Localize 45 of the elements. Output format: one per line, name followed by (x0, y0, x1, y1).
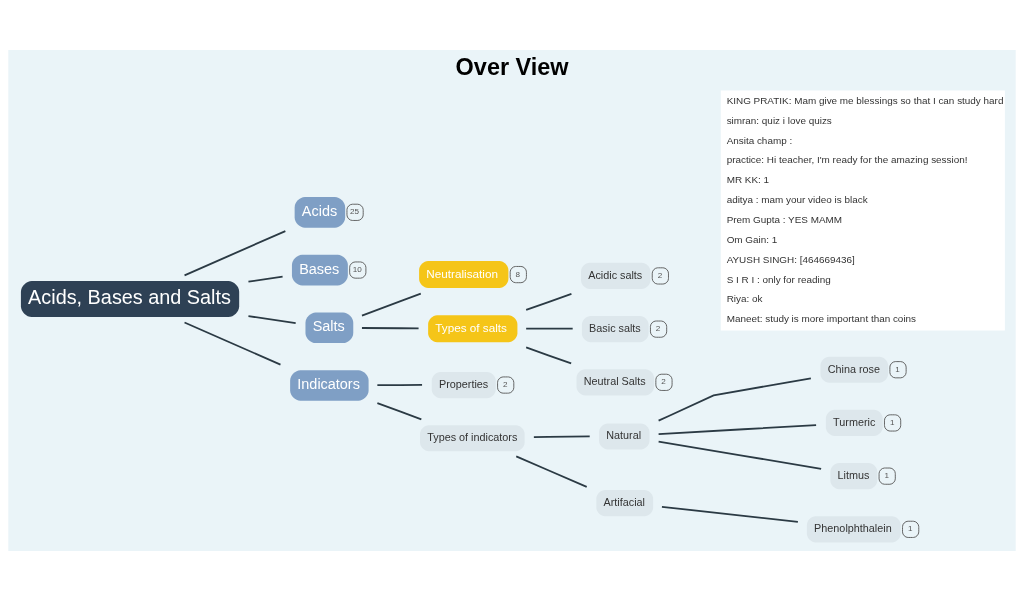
connector (361, 326, 420, 329)
connector (376, 401, 423, 420)
node-box: Salts (305, 311, 354, 343)
label: Ansita champ : (726, 134, 793, 146)
node-box: Indicators (290, 369, 369, 401)
connector (661, 505, 799, 523)
node-label: 2 (655, 323, 661, 333)
connector (247, 314, 297, 324)
connector (376, 383, 423, 386)
connector (525, 292, 573, 311)
connector (183, 229, 287, 276)
label: Maneet: study is more important than coins (726, 312, 917, 324)
node-label: 25 (350, 206, 360, 216)
node-label: 10 (352, 264, 362, 274)
node-box: Types of salts (428, 314, 518, 342)
node-label: 1 (895, 364, 900, 374)
connector (657, 440, 823, 470)
node-label: 2 (502, 379, 508, 389)
label: Riya: ok (726, 292, 763, 304)
connector (515, 455, 588, 488)
connector (525, 346, 573, 364)
label: S I R I : only for reading (726, 273, 831, 285)
connector (532, 435, 591, 438)
node-label: 1 (884, 470, 889, 480)
node-box: Acids, Bases and Salts (20, 280, 240, 317)
diagram-title: Over View (455, 53, 569, 80)
connector (657, 423, 817, 435)
connector (657, 376, 812, 422)
label: simran: quiz i love quizs (726, 114, 832, 126)
connector (361, 292, 422, 317)
node-label: 8 (515, 269, 521, 279)
label: AYUSH SINGH: [464669436] (726, 253, 855, 265)
connector (183, 321, 282, 365)
label: aditya : mam your video is black (726, 193, 868, 205)
node-label: 1 (907, 523, 913, 533)
label: KING PRATIK: Mam give me blessings so that I can study hard (726, 94, 1004, 106)
node-label: 2 (661, 376, 666, 386)
connector (247, 275, 284, 283)
connector (525, 327, 574, 330)
node-label: 2 (657, 270, 663, 280)
label: practice: Hi teacher, I'm ready for the amazing session! (726, 153, 968, 165)
label: MR KK: 1 (726, 173, 770, 185)
node-label: 1 (889, 417, 895, 427)
label: Om Gain: 1 (726, 233, 778, 245)
label: Prem Gupta : YES MAMM (726, 213, 843, 225)
